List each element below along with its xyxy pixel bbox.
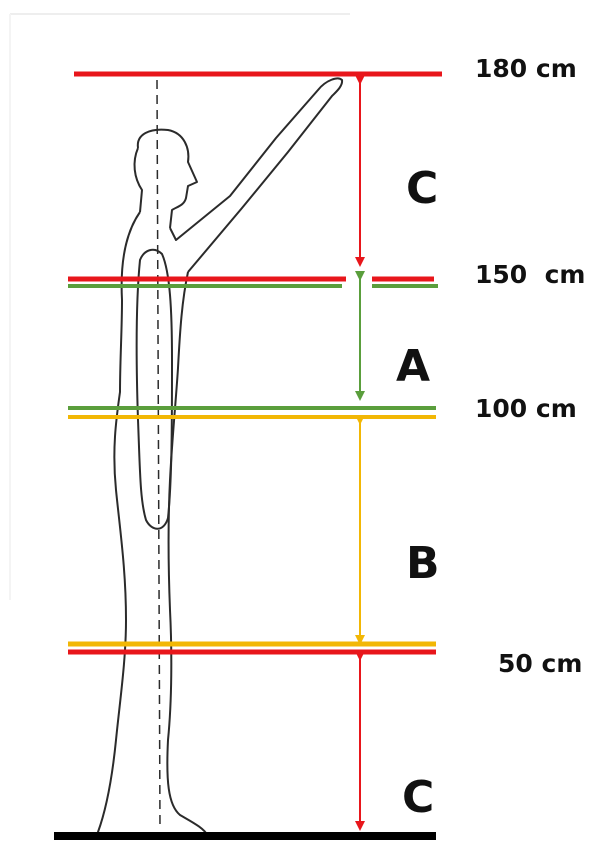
figure-hanging-arm bbox=[137, 250, 172, 529]
figure-back-of-head bbox=[135, 148, 142, 212]
human-figure bbox=[98, 78, 342, 836]
height-label-50: 50 cm bbox=[498, 649, 582, 678]
height-label-100: 100 cm bbox=[475, 394, 577, 423]
body-centre-line bbox=[157, 80, 160, 830]
figure-body-outline bbox=[98, 212, 208, 836]
height-label-150: 150 cm bbox=[475, 260, 585, 289]
height-label-180: 180 cm bbox=[475, 54, 577, 83]
zone-letter-lower-c: C bbox=[402, 772, 434, 823]
zone-letter-upper-c: C bbox=[406, 163, 438, 214]
figure-head bbox=[138, 130, 197, 228]
figure-raised-arm bbox=[170, 78, 342, 272]
zone-letter-a: A bbox=[396, 341, 430, 392]
zone-letter-b: B bbox=[406, 538, 440, 589]
